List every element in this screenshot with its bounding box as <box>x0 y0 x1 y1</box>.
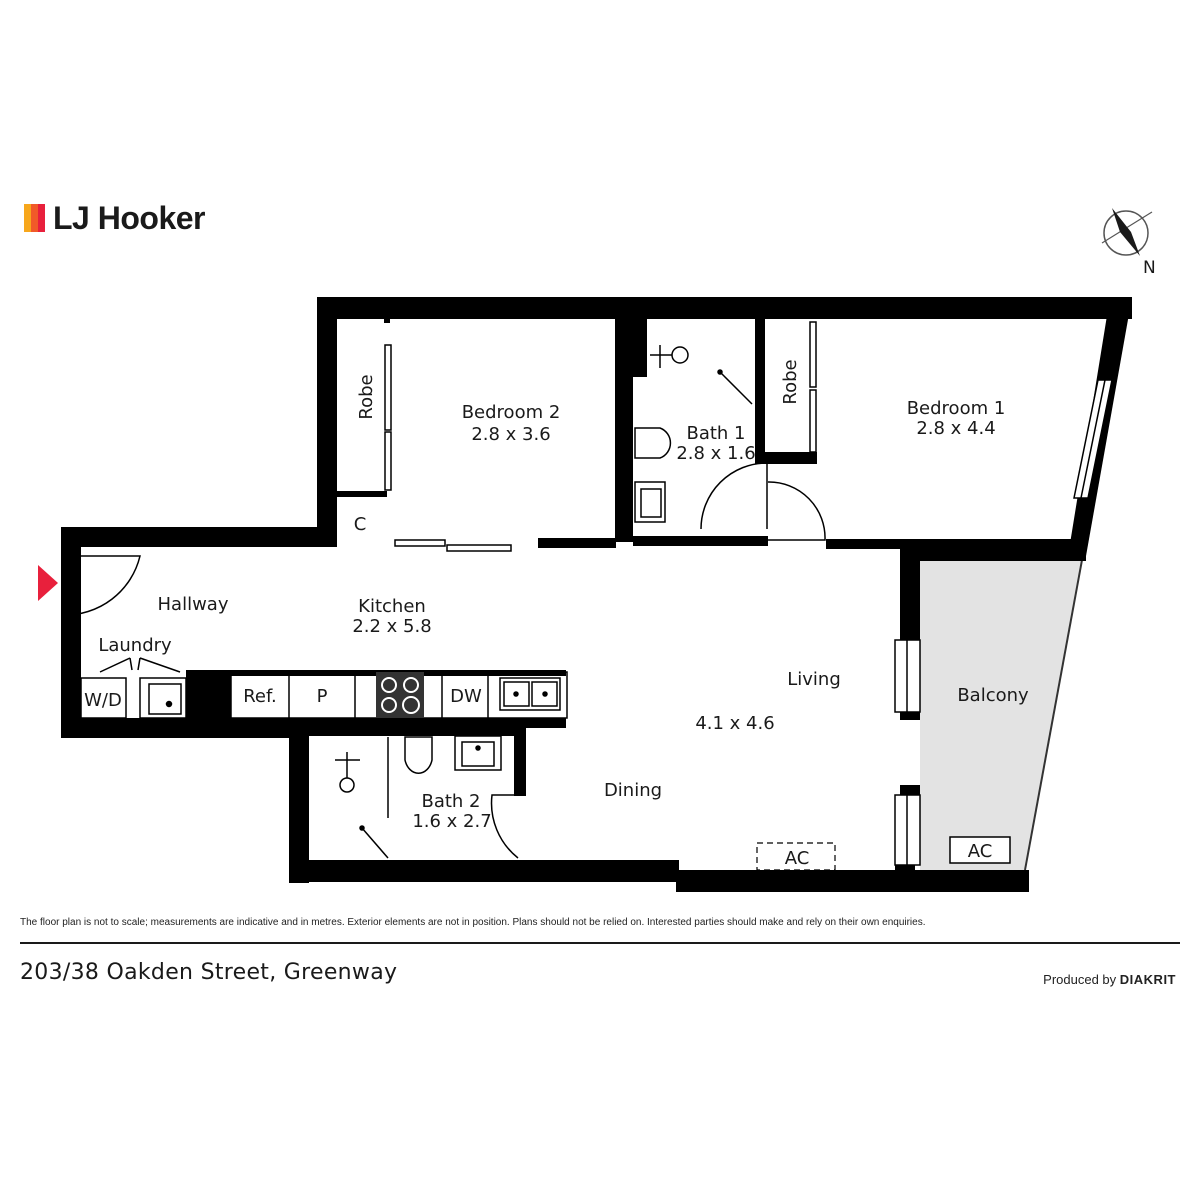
property-address: 203/38 Oakden Street, Greenway <box>20 960 398 985</box>
laundry-fixtures <box>80 677 187 719</box>
hallway-label: Hallway <box>158 594 229 615</box>
robe-label-bedroom-2: Robe <box>356 374 377 419</box>
ac-living-label: AC <box>785 848 810 869</box>
bedroom-2-size: 2.8 x 3.6 <box>471 424 550 445</box>
balcony-label: Balcony <box>957 685 1029 706</box>
living-label: Living <box>787 669 841 690</box>
bath-2-label: Bath 2 <box>421 791 480 812</box>
windows <box>894 379 1113 866</box>
living-size: 4.1 x 4.6 <box>695 713 774 734</box>
logo-bar-red <box>38 204 45 232</box>
bedroom-1-size: 2.8 x 4.4 <box>916 418 995 439</box>
fridge-label: Ref. <box>243 686 277 707</box>
logo-bar-orange <box>31 204 38 232</box>
bath-1-size: 2.8 x 1.6 <box>676 443 755 464</box>
ac-living-unit <box>756 842 836 871</box>
compass-north-label: N <box>1143 258 1156 278</box>
dining-label: Dining <box>604 780 662 801</box>
bath-1-label: Bath 1 <box>686 423 745 444</box>
washer-dryer-label: W/D <box>84 690 122 711</box>
compass-icon: N <box>1101 208 1156 278</box>
producer-prefix: Produced by <box>1043 972 1117 987</box>
kitchen-size: 2.2 x 5.8 <box>352 616 431 637</box>
ac-balcony-unit <box>949 836 1011 864</box>
pantry-label: P <box>317 686 328 707</box>
logo-bar-yellow <box>24 204 31 232</box>
ac-balcony-label: AC <box>968 841 993 862</box>
kitchen-sink-icon <box>499 677 561 711</box>
lj-hooker-logo: LJ Hooker <box>24 200 205 236</box>
laundry-label: Laundry <box>98 635 172 656</box>
robe-doors <box>384 321 817 552</box>
entry-marker-icon <box>38 565 58 601</box>
bath-2-size: 1.6 x 2.7 <box>412 811 491 832</box>
bath-1-fixtures <box>634 345 753 523</box>
cupboard-label: C <box>354 514 367 535</box>
cooktop-icon <box>376 672 424 718</box>
balcony-floor <box>920 560 1082 870</box>
footer-divider <box>20 942 1180 944</box>
logo-bars-icon <box>24 204 45 232</box>
dishwasher-label: DW <box>450 686 482 707</box>
bedroom-1-label: Bedroom 1 <box>907 398 1006 419</box>
bedroom-2-label: Bedroom 2 <box>462 402 561 423</box>
disclaimer-text: The floor plan is not to scale; measurem… <box>20 917 926 928</box>
producer-name: DIAKRIT <box>1119 972 1176 987</box>
producer-credit: Produced by DIAKRIT <box>1043 972 1176 987</box>
walls <box>61 297 1132 892</box>
doors <box>62 462 826 859</box>
robe-label-bedroom-1: Robe <box>780 359 801 404</box>
bath-2-fixtures <box>335 735 502 859</box>
kitchen-label: Kitchen <box>358 596 426 617</box>
brand-name: LJ Hooker <box>53 199 205 236</box>
